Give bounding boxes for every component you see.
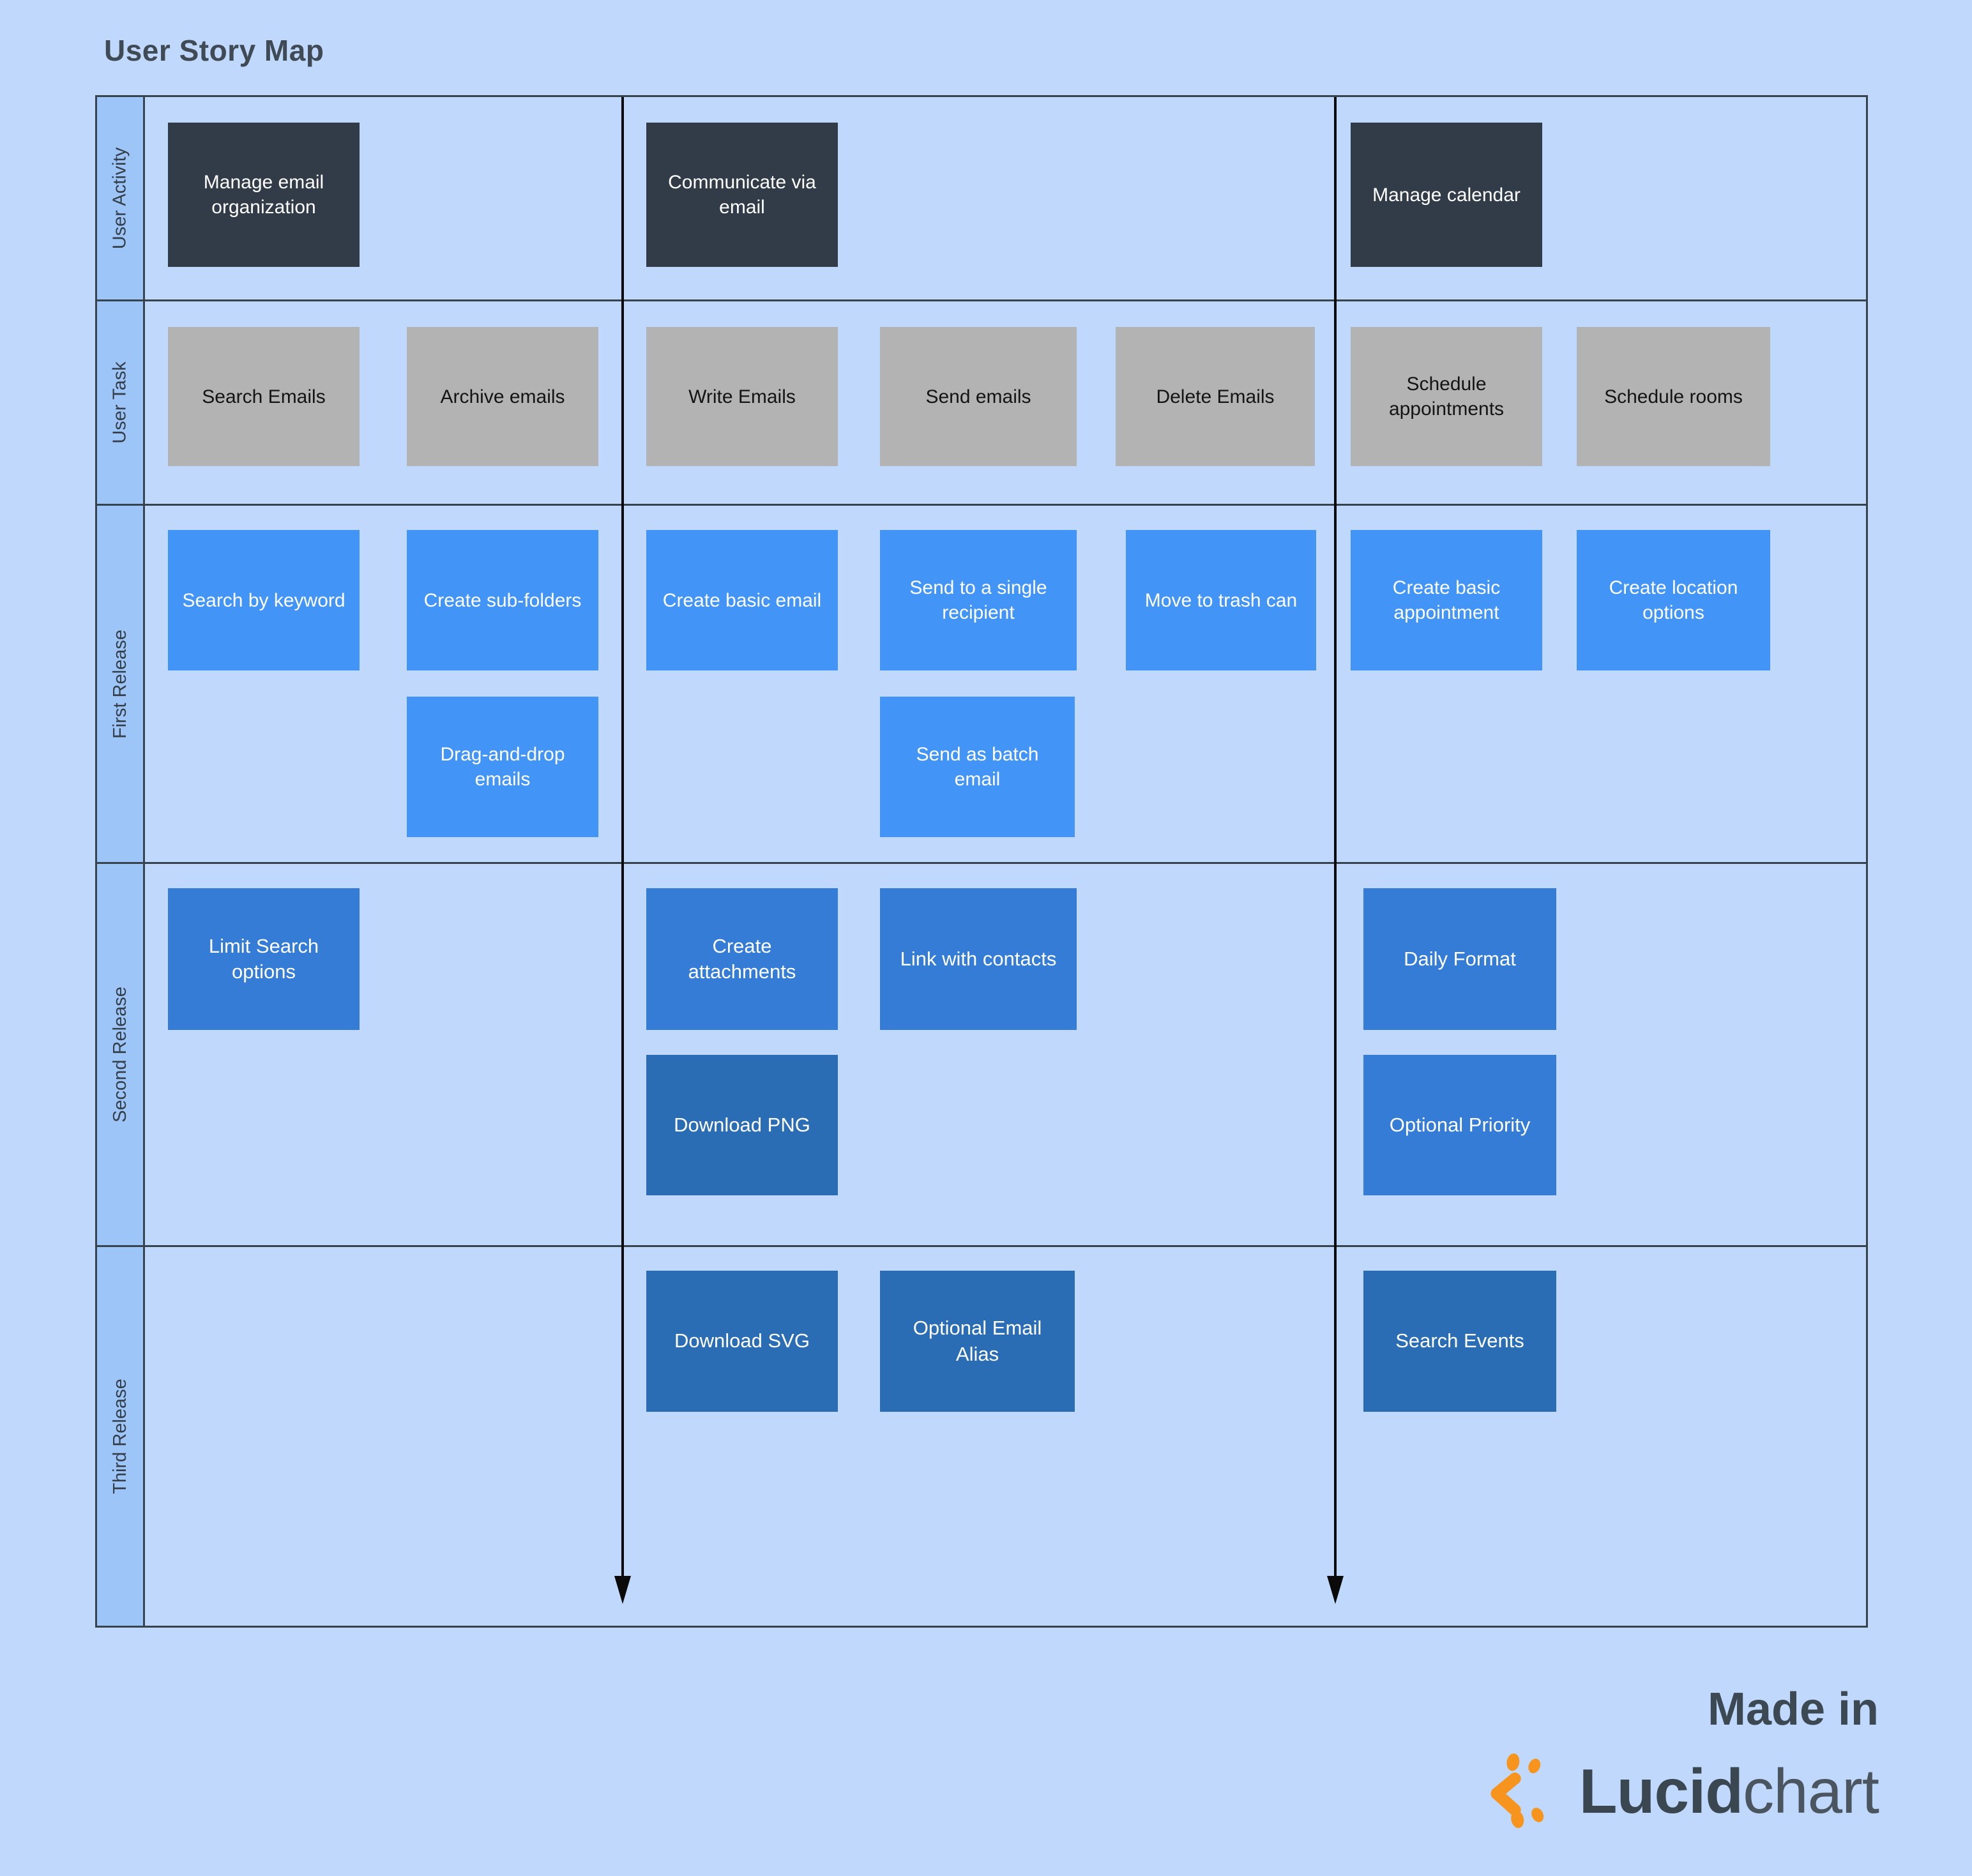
row-header-label: Second Release xyxy=(109,987,130,1123)
row-header-label: User Task xyxy=(109,361,130,444)
lucidchart-logo-text: Lucidchart xyxy=(1579,1755,1879,1827)
card-create-sub-folders: Create sub-folders xyxy=(407,530,598,670)
page-title: User Story Map xyxy=(104,34,324,67)
card-create-location-options: Create location options xyxy=(1577,530,1770,670)
lucidchart-watermark: Made in Lucidchart xyxy=(1487,1683,1879,1829)
card-archive-emails: Archive emails xyxy=(407,327,598,466)
card-move-to-trash-can: Move to trash can xyxy=(1126,530,1316,670)
card-optional-priority: Optional Priority xyxy=(1363,1055,1556,1195)
card-schedule-appointments: Schedule appointments xyxy=(1351,327,1542,466)
card-daily-format: Daily Format xyxy=(1363,888,1556,1030)
grid-row-divider xyxy=(97,862,1866,864)
card-write-emails: Write Emails xyxy=(646,327,838,466)
card-limit-search-options: Limit Search options xyxy=(168,888,360,1030)
row-header-label: First Release xyxy=(109,629,130,739)
card-send-as-batch-email: Send as batch email xyxy=(880,697,1075,837)
lucidchart-logo: Lucidchart xyxy=(1487,1753,1879,1829)
arrow-down-icon xyxy=(614,1576,631,1604)
row-header-user-activity: User Activity xyxy=(97,97,143,299)
card-create-basic-appointment: Create basic appointment xyxy=(1351,530,1542,670)
row-label-column xyxy=(97,97,145,1626)
row-header-first-release: First Release xyxy=(97,506,143,862)
grid-row-divider xyxy=(97,299,1866,301)
card-download-svg: Download SVG xyxy=(646,1271,838,1412)
card-download-png: Download PNG xyxy=(646,1055,838,1195)
card-drag-and-drop-emails: Drag-and-drop emails xyxy=(407,697,598,837)
card-link-with-contacts: Link with contacts xyxy=(880,888,1077,1030)
row-header-second-release: Second Release xyxy=(97,864,143,1245)
card-search-emails: Search Emails xyxy=(168,327,360,466)
card-search-events: Search Events xyxy=(1363,1271,1556,1412)
card-manage-calendar: Manage calendar xyxy=(1351,123,1542,267)
row-header-third-release: Third Release xyxy=(97,1247,143,1626)
lucidchart-logo-icon xyxy=(1490,1753,1543,1828)
card-create-attachments: Create attachments xyxy=(646,888,838,1030)
card-create-basic-email: Create basic email xyxy=(646,530,838,670)
row-header-label: User Activity xyxy=(109,147,130,250)
grid-row-divider xyxy=(97,504,1866,506)
row-header-label: Third Release xyxy=(109,1379,130,1494)
card-schedule-rooms: Schedule rooms xyxy=(1577,327,1770,466)
made-in-text: Made in xyxy=(1707,1684,1879,1735)
card-communicate-via-email: Communicate via email xyxy=(646,123,838,267)
arrow-down-icon xyxy=(1327,1576,1344,1604)
grid-row-divider xyxy=(97,1245,1866,1247)
column-divider-arrow-line xyxy=(621,97,624,1577)
logo-text-lucid: Lucid xyxy=(1579,1755,1743,1826)
card-search-by-keyword: Search by keyword xyxy=(168,530,360,670)
card-delete-emails: Delete Emails xyxy=(1116,327,1315,466)
card-send-emails: Send emails xyxy=(880,327,1077,466)
card-optional-email-alias: Optional Email Alias xyxy=(880,1271,1075,1412)
card-manage-email-organization: Manage email organization xyxy=(168,123,360,267)
row-header-user-task: User Task xyxy=(97,301,143,504)
logo-text-chart: chart xyxy=(1743,1755,1879,1826)
story-map-grid xyxy=(95,95,1868,1628)
column-divider-arrow-line xyxy=(1334,97,1337,1577)
card-send-to-a-single-recipient: Send to a single recipient xyxy=(880,530,1077,670)
